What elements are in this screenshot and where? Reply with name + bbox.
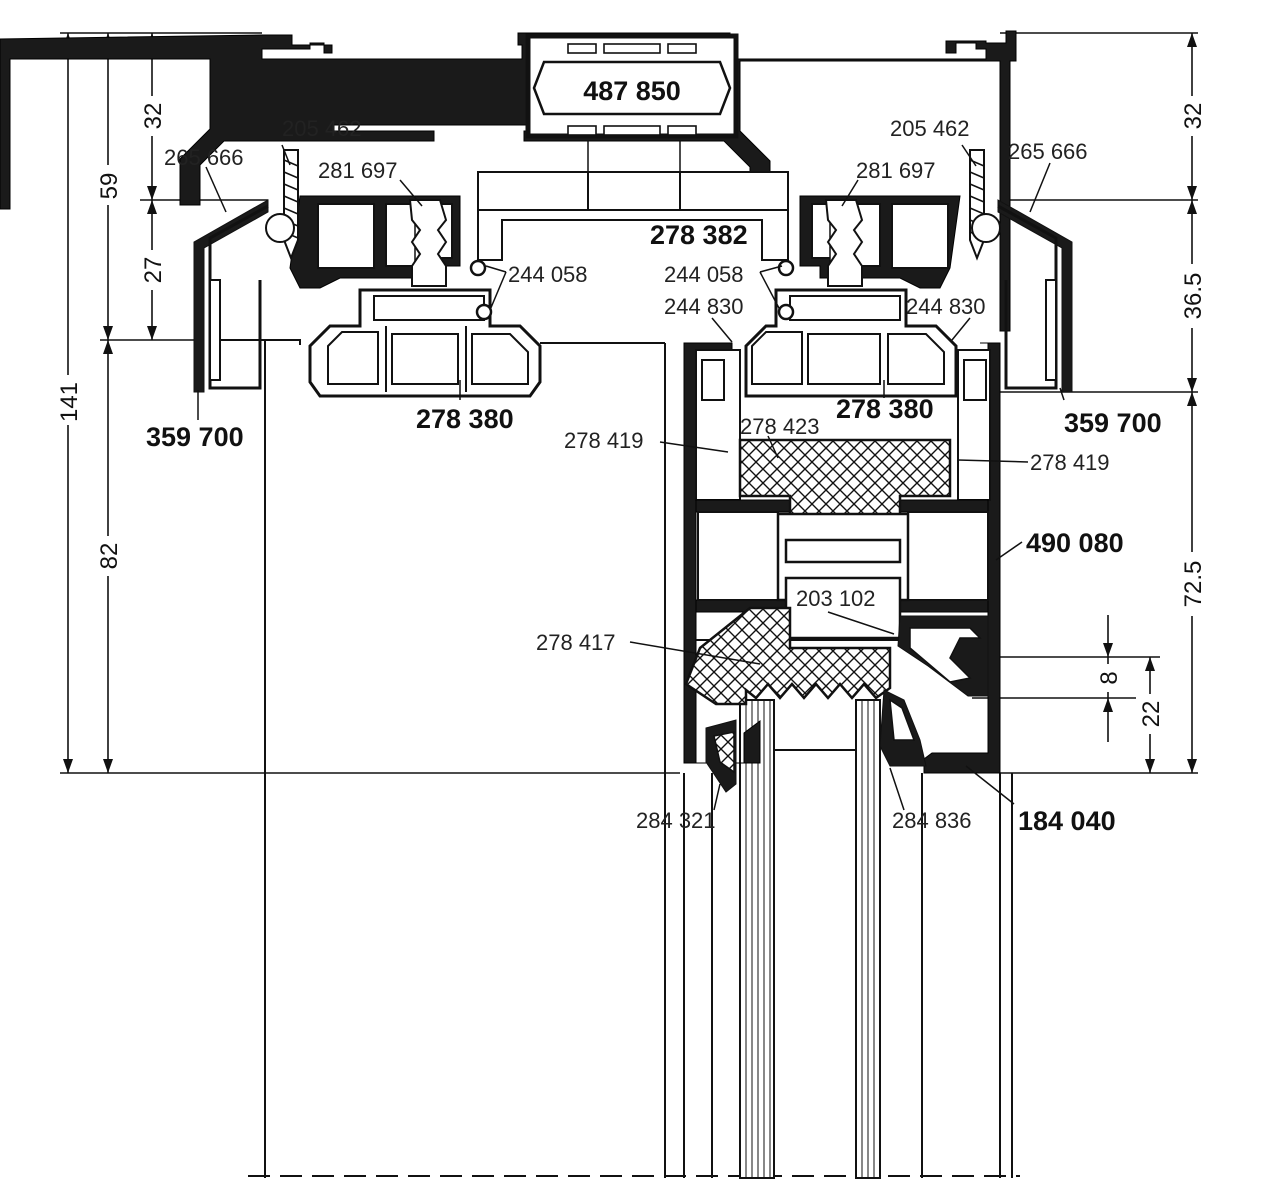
label-281697-right: 281 697 <box>856 158 936 183</box>
label-490080: 490 080 <box>1026 528 1124 558</box>
label-205462-left: 205 462 <box>282 116 362 141</box>
glazing-gasket-right <box>879 689 927 767</box>
cover-strip-left <box>193 199 269 393</box>
dim-32-left: 32 <box>140 103 167 130</box>
label-284836: 284 836 <box>892 808 972 833</box>
dim-36-5: 36.5 <box>1180 273 1207 320</box>
label-281697-left: 281 697 <box>318 158 398 183</box>
label-284321: 284 321 <box>636 808 716 833</box>
label-487850: 487 850 <box>583 76 681 106</box>
dim-8: 8 <box>1096 671 1123 684</box>
dim-32-right: 32 <box>1180 103 1207 130</box>
outer-frame-profile <box>0 30 1017 332</box>
label-244058-left: 244 058 <box>508 262 588 287</box>
dim-22: 22 <box>1138 701 1165 728</box>
leader-lines <box>197 144 1065 811</box>
label-278382: 278 382 <box>650 220 748 250</box>
thermal-chamber-right <box>799 195 961 289</box>
label-359700-left: 359 700 <box>146 422 244 452</box>
cover-strip-right <box>997 199 1073 393</box>
screw-left <box>265 149 299 261</box>
dim-82: 82 <box>96 543 123 570</box>
thermal-profile-right <box>744 199 958 398</box>
label-244058-right: 244 058 <box>664 262 744 287</box>
label-244830-right: 244 830 <box>906 294 986 319</box>
label-278419-left: 278 419 <box>564 428 644 453</box>
glazing-gasket-left <box>705 719 737 793</box>
label-244830-left: 244 830 <box>664 294 744 319</box>
label-265666-left: 265 666 <box>164 145 244 170</box>
insulation-core <box>738 438 952 640</box>
thermal-profile-left <box>308 199 542 398</box>
dimension-values: 141 59 82 32 27 32 36.5 72.5 8 22 <box>54 96 1207 734</box>
dim-141: 141 <box>56 382 83 422</box>
label-265666-right: 265 666 <box>1008 139 1088 164</box>
hardware-184040 <box>897 615 989 697</box>
dim-72-5: 72.5 <box>1180 561 1207 608</box>
label-278380-left: 278 380 <box>416 404 514 434</box>
label-359700-right: 359 700 <box>1064 408 1162 438</box>
label-278419-right: 278 419 <box>1030 450 1110 475</box>
dim-27: 27 <box>140 257 167 284</box>
opening-outline <box>210 339 1020 1178</box>
dim-59: 59 <box>96 173 123 200</box>
label-184040: 184 040 <box>1018 806 1116 836</box>
label-278380-right: 278 380 <box>836 394 934 424</box>
glazing-insulation-wedge <box>684 606 892 706</box>
label-205462-right: 205 462 <box>890 116 970 141</box>
part-labels: 487 850 205 462 265 666 281 697 278 382 … <box>146 76 1162 836</box>
label-278423: 278 423 <box>740 414 820 439</box>
label-203102: 203 102 <box>796 586 876 611</box>
screw-right <box>969 149 1001 261</box>
dimension-lines-left <box>60 32 680 774</box>
glass-pane <box>739 699 881 1179</box>
dimension-lines-right <box>972 32 1198 774</box>
label-278417: 278 417 <box>536 630 616 655</box>
